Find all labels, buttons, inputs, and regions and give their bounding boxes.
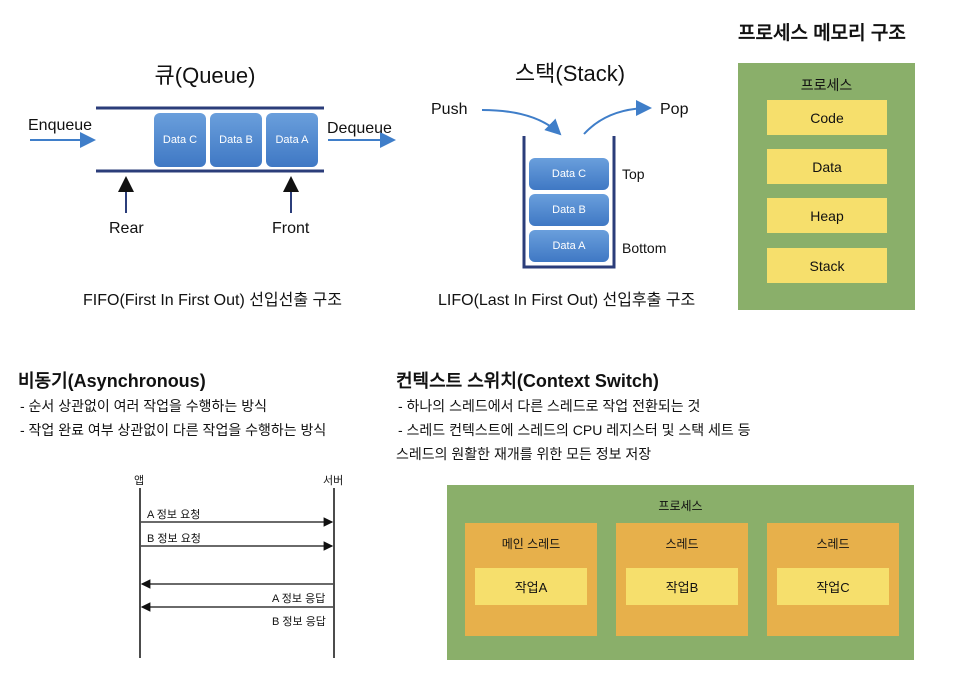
app-label: 앱 (134, 475, 145, 487)
queue-item-a: Data A (266, 113, 318, 167)
pop-arrow (583, 100, 652, 135)
task-c: 작업C (777, 568, 889, 605)
dequeue-label: Dequeue (327, 120, 392, 137)
msg-b-request-label: B 정보 요청 (147, 533, 201, 545)
enqueue-label: Enqueue (28, 117, 93, 134)
memory-title: 프로세스 메모리 구조 (738, 23, 906, 44)
pop-label: Pop (660, 101, 689, 118)
thread-main-label: 메인 스레드 (501, 537, 561, 551)
rear-label: Rear (109, 220, 144, 237)
queue-item-c: Data C (154, 113, 206, 167)
stack-top-label: Top (622, 166, 645, 182)
context-process-box: 프로세스 메인 스레드 작업A 스레드 작업B 스레드 작업C (447, 485, 914, 660)
thread-3-label: 스레드 (816, 537, 850, 551)
memory-process-label: 프로세스 (800, 77, 853, 93)
async-bullet-1: - 순서 상관없이 여러 작업을 수행하는 방식 (20, 398, 267, 414)
thread-main: 메인 스레드 작업A (465, 523, 597, 636)
stack-container (522, 136, 616, 269)
stack-item-c: Data C (529, 158, 609, 190)
queue-caption: FIFO(First In First Out) 선입선출 구조 (83, 292, 342, 309)
server-label: 서버 (323, 475, 344, 487)
stack-item-a: Data A (529, 230, 609, 262)
thread-3: 스레드 작업C (767, 523, 899, 636)
queue-item-b: Data B (210, 113, 262, 167)
context-line-3: 스레드의 원활한 재개를 위한 모든 정보 저장 (396, 446, 652, 462)
stack-item-b: Data B (529, 194, 609, 226)
msg-a-request-label: A 정보 요청 (147, 509, 201, 521)
task-b: 작업B (626, 568, 738, 605)
stack-caption: LIFO(Last In First Out) 선입후출 구조 (438, 292, 696, 309)
stack-bottom-label: Bottom (622, 240, 667, 256)
async-bullet-2: - 작업 완료 여부 상관없이 다른 작업을 수행하는 방식 (20, 422, 327, 438)
context-bullet-2: - 스레드 컨텍스트에 스레드의 CPU 레지스터 및 스택 세트 등 (398, 422, 751, 438)
task-a: 작업A (475, 568, 587, 605)
queue-title: 큐(Queue) (154, 63, 256, 88)
memory-segment-stack: Stack (767, 248, 887, 283)
context-bullet-1: - 하나의 스레드에서 다른 스레드로 작업 전환되는 것 (398, 398, 701, 414)
thread-2: 스레드 작업B (616, 523, 748, 636)
async-title: 비동기(Asynchronous) (18, 371, 206, 391)
context-title: 컨텍스트 스위치(Context Switch) (396, 371, 659, 391)
memory-segment-code: Code (767, 100, 887, 135)
msg-a-response-label: A 정보 응답 (272, 593, 326, 605)
memory-process-box: 프로세스 Code Data Heap Stack (738, 63, 915, 310)
push-label: Push (431, 101, 468, 118)
msg-b-response-label: B 정보 응답 (272, 616, 326, 628)
thread-2-label: 스레드 (665, 537, 699, 551)
memory-segment-heap: Heap (767, 198, 887, 233)
push-arrow (481, 109, 562, 136)
front-label: Front (272, 220, 310, 237)
context-process-label: 프로세스 (658, 499, 703, 513)
memory-segment-data: Data (767, 149, 887, 184)
stack-title: 스택(Stack) (514, 61, 626, 86)
